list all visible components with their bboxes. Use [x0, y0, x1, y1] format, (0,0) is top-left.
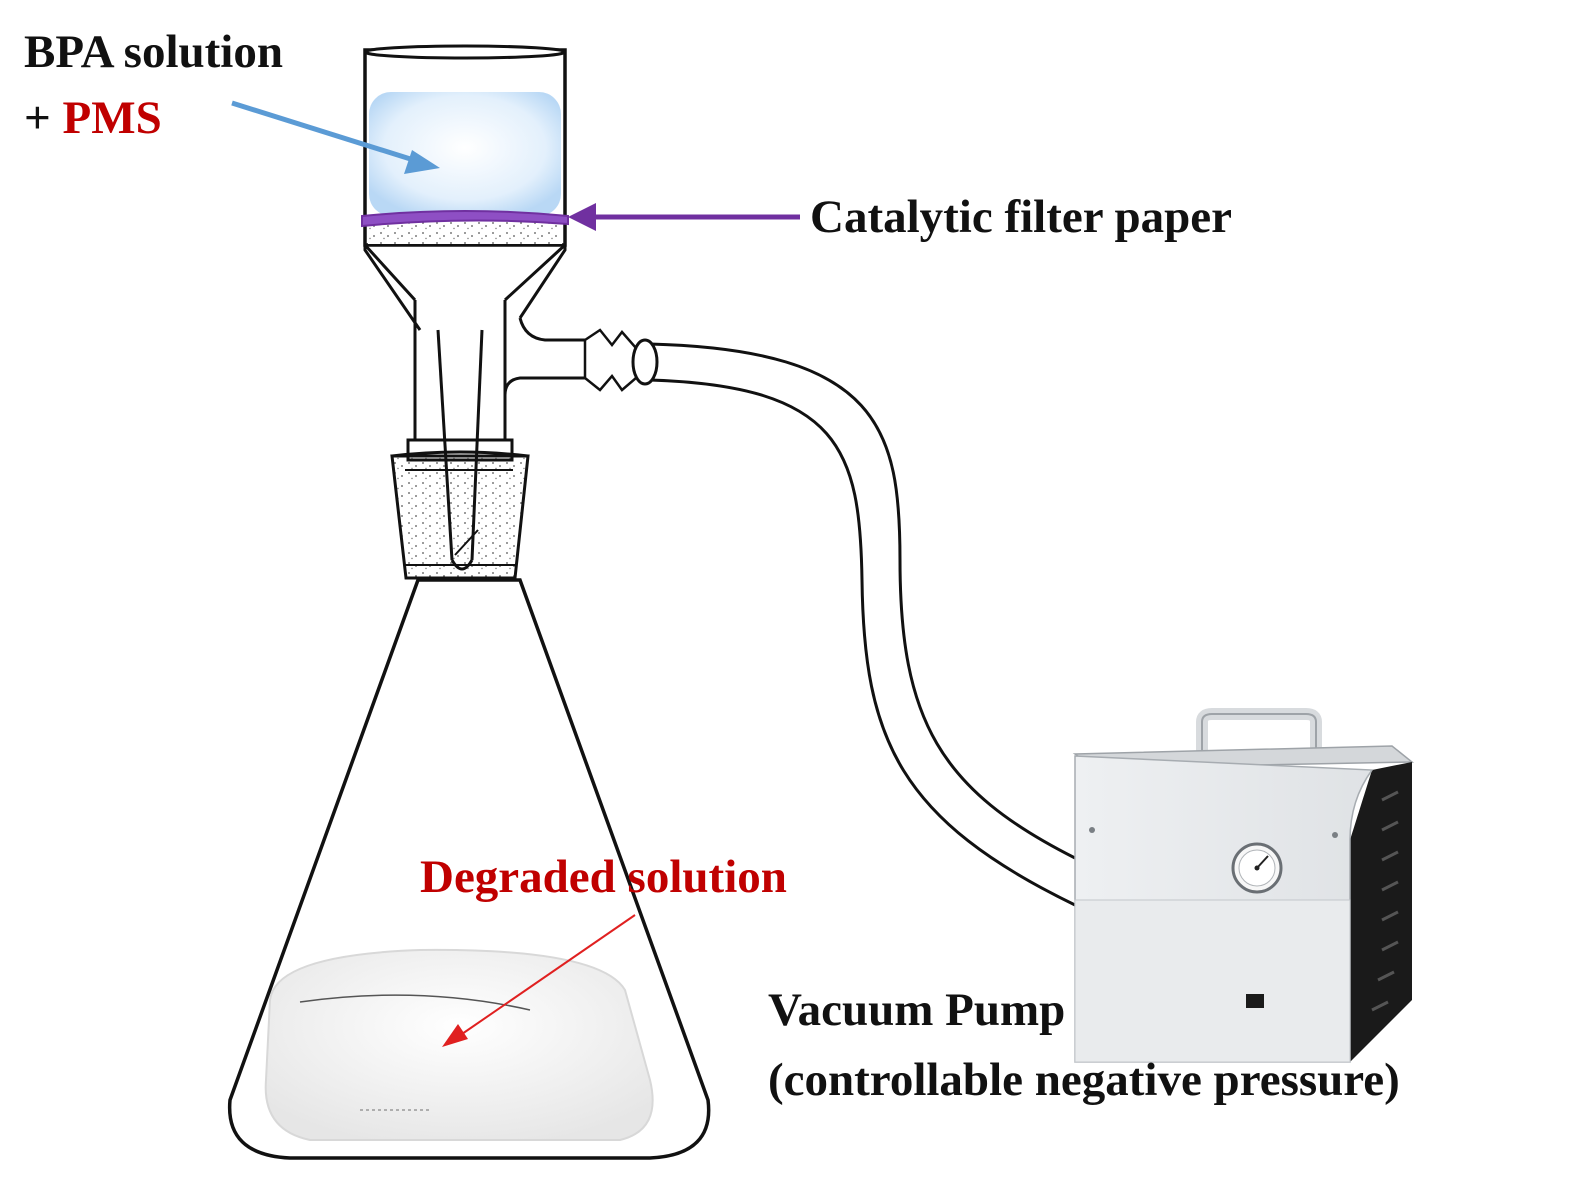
vacuum-pump-note-label: (controllable negative pressure): [768, 1054, 1400, 1106]
catalytic-filter-paper: [361, 210, 569, 228]
pump-vent-slots: [1371, 790, 1399, 1012]
bpa-solution-liquid: [369, 92, 561, 216]
plus-label: +: [24, 92, 63, 144]
flask-stopper: [390, 438, 530, 580]
side-arm: [503, 317, 659, 396]
arrow-filter-paper: [568, 203, 800, 231]
bpa-solution-label: BPA solution: [24, 26, 284, 78]
degraded-solution-label: Degraded solution: [420, 851, 787, 903]
vacuum-pump-label: Vacuum Pump: [768, 984, 1066, 1036]
vacuum-pump-icon: [1072, 708, 1415, 1063]
arrow-bpa: [231, 100, 440, 174]
catalytic-filter-paper-label: Catalytic filter paper: [810, 191, 1233, 243]
pressure-gauge-icon: [1231, 842, 1283, 894]
pms-label: PMS: [62, 92, 162, 144]
arrow-degraded: [442, 914, 636, 1047]
erlenmeyer-flask-icon: [227, 578, 711, 1160]
pms-label-line: + PMS: [24, 92, 162, 145]
vacuum-hose-icon: [649, 342, 1076, 907]
degraded-solution-liquid: [264, 948, 654, 1141]
buchner-funnel-icon: [361, 44, 569, 331]
pump-power-switch: [1246, 994, 1264, 1008]
